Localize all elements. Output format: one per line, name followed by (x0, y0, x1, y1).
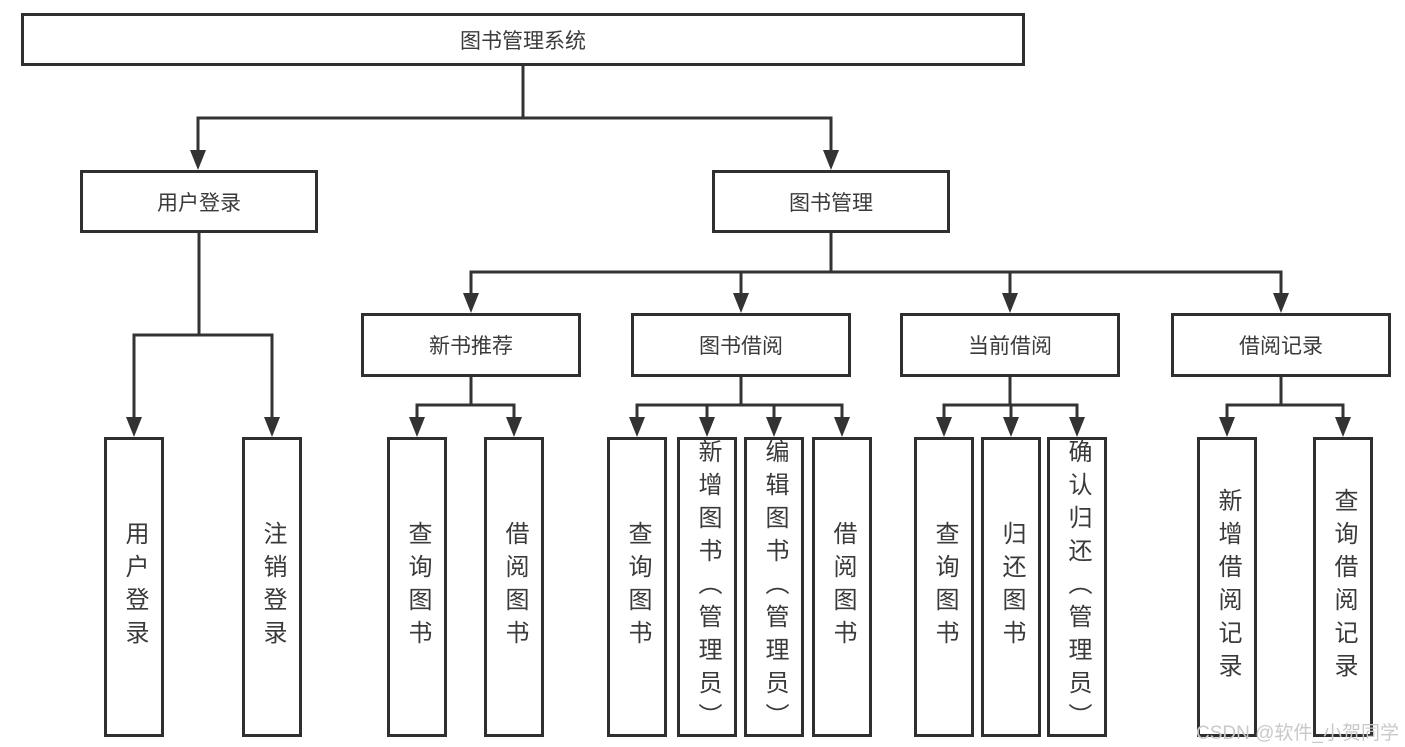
leaf-add-borrow-record: 新增借阅记录 (1197, 437, 1257, 737)
leaf-borrow-books-2: 借阅图书 (812, 437, 872, 737)
leaf-label: 查询图书 (624, 521, 651, 653)
leaf-borrow-books-1: 借阅图书 (484, 437, 544, 737)
leaf-label: 注销登录 (259, 521, 286, 653)
node-current-borrow: 当前借阅 (900, 313, 1120, 377)
leaf-query-borrow-record: 查询借阅记录 (1313, 437, 1373, 737)
leaf-label: 新增图书（管理员） (694, 438, 721, 736)
node-new-book-recommend: 新书推荐 (361, 313, 581, 377)
leaf-label: 用户登录 (121, 521, 148, 653)
node-user-login: 用户登录 (80, 170, 318, 233)
leaf-label: 新增借阅记录 (1214, 488, 1241, 686)
leaf-query-books-3: 查询图书 (914, 437, 974, 737)
leaf-label: 借阅图书 (829, 521, 856, 653)
leaf-query-books-2: 查询图书 (607, 437, 667, 737)
node-book-borrow: 图书借阅 (631, 313, 851, 377)
leaf-label: 查询图书 (404, 521, 431, 653)
leaf-label: 归还图书 (998, 521, 1025, 653)
leaf-label: 查询借阅记录 (1330, 488, 1357, 686)
leaf-label: 借阅图书 (501, 521, 528, 653)
leaf-query-books-1: 查询图书 (387, 437, 447, 737)
node-borrow-records: 借阅记录 (1171, 313, 1391, 377)
watermark: CSDN @软件_小贺同学 (1196, 723, 1399, 744)
leaf-edit-book-admin: 编辑图书（管理员） (744, 437, 804, 737)
leaf-confirm-return-admin: 确认归还（管理员） (1047, 437, 1107, 737)
leaf-label: 查询图书 (931, 521, 958, 653)
leaf-logout: 注销登录 (242, 437, 302, 737)
node-book-management: 图书管理 (712, 170, 950, 233)
leaf-user-login: 用户登录 (104, 437, 164, 737)
leaf-label: 确认归还（管理员） (1064, 438, 1091, 736)
node-root: 图书管理系统 (21, 13, 1025, 66)
leaf-add-book-admin: 新增图书（管理员） (677, 437, 737, 737)
leaf-label: 编辑图书（管理员） (761, 438, 788, 736)
leaf-return-books: 归还图书 (981, 437, 1041, 737)
